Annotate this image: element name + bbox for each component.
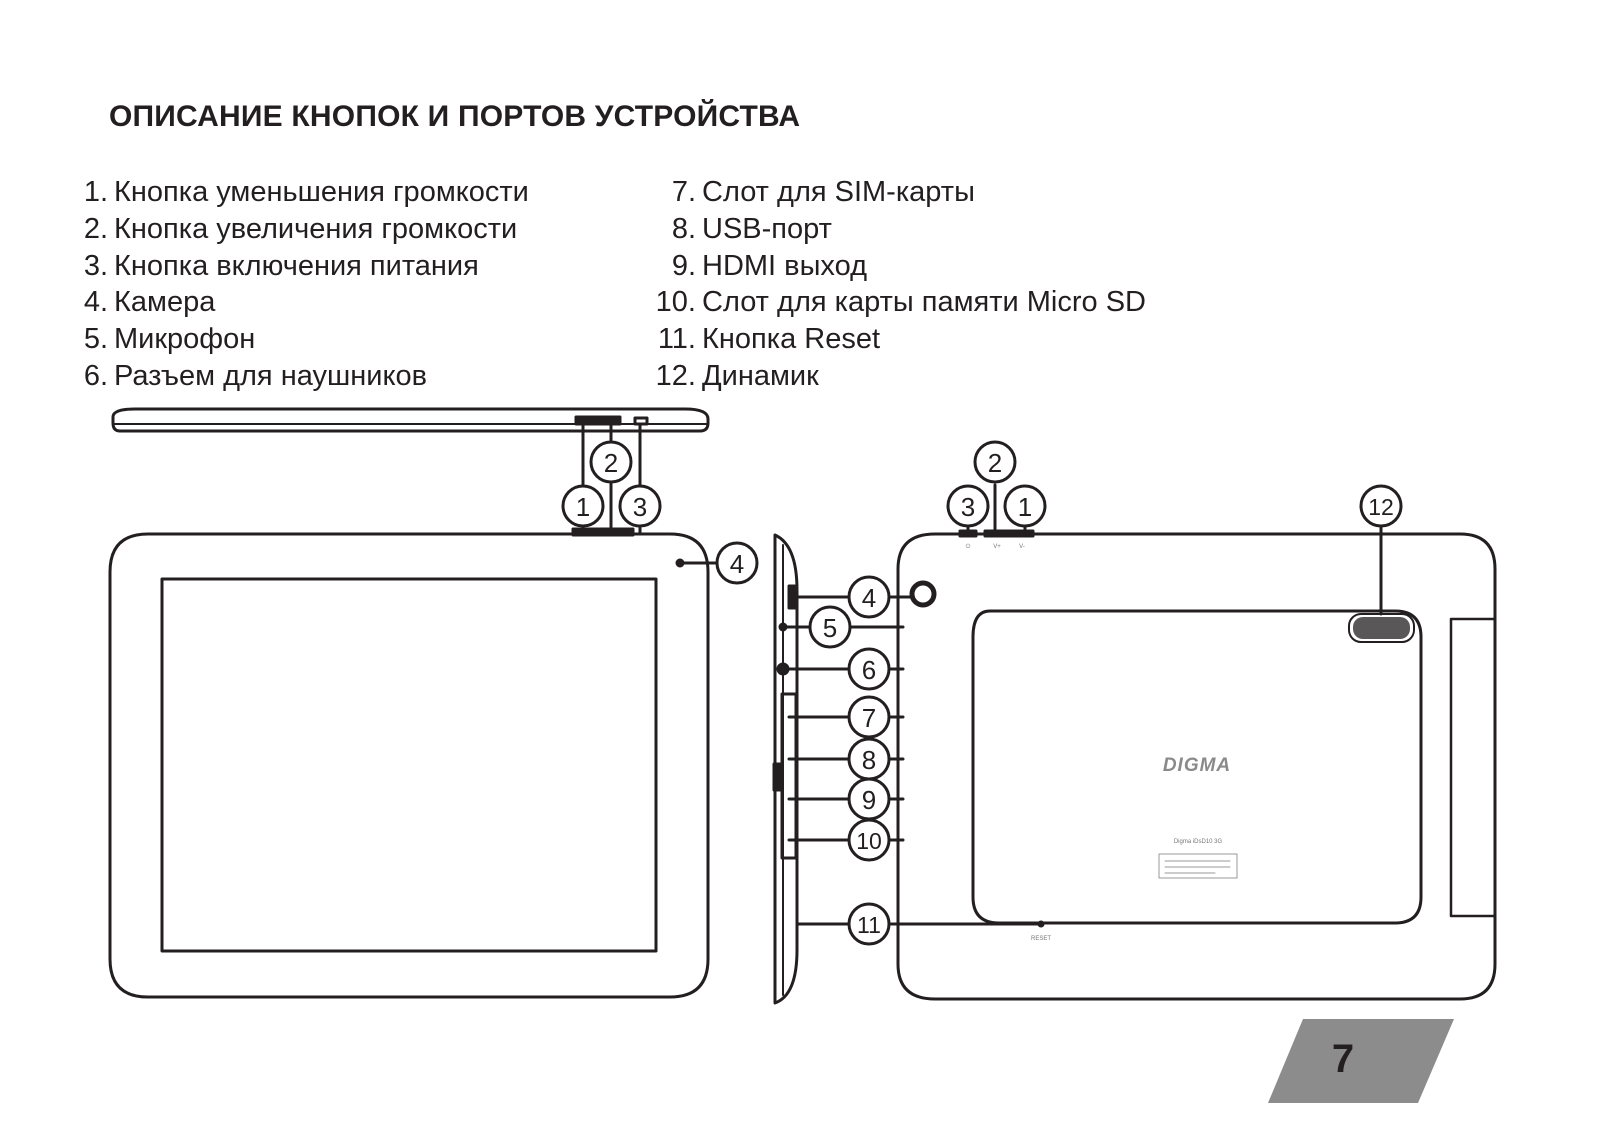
side-camera-bump bbox=[787, 584, 797, 610]
legend-item: 7.Слот для SIM-карты bbox=[671, 176, 975, 208]
screen bbox=[160, 577, 658, 953]
callout-label: 11 bbox=[857, 912, 881, 938]
vol-down-label: V- bbox=[1019, 544, 1025, 550]
callout-10 bbox=[847, 818, 891, 862]
back-volume-buttons bbox=[983, 529, 1035, 538]
label-sticker bbox=[1158, 853, 1238, 879]
legend-item: 9.HDMI выход bbox=[671, 249, 867, 282]
legend-item: 12.Динамик bbox=[655, 359, 819, 392]
legend-list-left: 1.Кнопка уменьшения громкости 2.Кнопка у… bbox=[60, 174, 529, 395]
callout-label: 8 bbox=[862, 745, 876, 775]
callout-label: 1 bbox=[576, 492, 590, 522]
page-title: ОПИСАНИЕ КНОПОК И ПОРТОВ УСТРОЙСТВА bbox=[109, 100, 801, 133]
tablet-top-edge-view bbox=[111, 407, 710, 433]
tablet-back-view bbox=[896, 529, 1497, 1001]
front-top-buttons bbox=[571, 527, 635, 537]
callout-6 bbox=[847, 647, 891, 691]
legend-item: 11.Кнопка Reset bbox=[657, 323, 881, 356]
callout-4 bbox=[715, 541, 759, 585]
legend-item: 8.USB-порт bbox=[671, 212, 832, 245]
callout-1 bbox=[1003, 484, 1047, 528]
callout-label: 2 bbox=[988, 448, 1002, 478]
tablet-side-view bbox=[772, 533, 799, 1005]
callout-label: 6 bbox=[862, 655, 876, 685]
side-port bbox=[772, 762, 784, 792]
callout-2 bbox=[973, 440, 1017, 484]
leader-lines bbox=[581, 422, 1383, 926]
callout-label: 4 bbox=[730, 549, 744, 579]
callout-12 bbox=[1359, 484, 1403, 528]
callout-label: 4 bbox=[862, 583, 876, 613]
callout-4 bbox=[847, 575, 891, 619]
model-label: Digma iDsD10 3G bbox=[1174, 839, 1223, 845]
callout-label: 1 bbox=[1018, 492, 1032, 522]
callout-label: 12 bbox=[1368, 494, 1394, 520]
legend-item: 3.Кнопка включения питания bbox=[83, 249, 479, 282]
legend-item: 5.Микрофон bbox=[83, 323, 256, 356]
callout-2 bbox=[589, 440, 633, 484]
callout-label: 5 bbox=[823, 613, 837, 643]
power-symbol-label: ⏻ bbox=[966, 543, 971, 550]
callout-circles bbox=[561, 440, 1403, 946]
reset-label: RESET bbox=[1031, 936, 1051, 942]
callout-label: 7 bbox=[862, 703, 876, 733]
callout-1 bbox=[561, 484, 605, 528]
legend-item: 4.Камера bbox=[83, 286, 216, 319]
volume-buttons-top bbox=[574, 415, 622, 426]
callout-label: 10 bbox=[856, 828, 882, 854]
legend-item: 2.Кнопка увеличения громкости bbox=[83, 212, 518, 245]
legend-list-right: 7.Слот для SIM-карты 8.USB-порт 9.HDMI в… bbox=[648, 174, 1146, 395]
side-port-panel bbox=[780, 692, 798, 860]
callout-11 bbox=[847, 902, 891, 946]
callout-label: 2 bbox=[604, 448, 618, 478]
speaker-grill bbox=[1348, 613, 1415, 643]
legend-item: 6.Разъем для наушников bbox=[83, 359, 428, 392]
callout-3 bbox=[946, 484, 990, 528]
callout-5 bbox=[808, 605, 852, 649]
tablet-front-view bbox=[108, 527, 710, 999]
page-number: 7 bbox=[1331, 1037, 1355, 1081]
legend-item: 10.Слот для карты памяти Micro SD bbox=[655, 286, 1146, 319]
page-number-badge bbox=[1268, 1019, 1454, 1103]
rear-camera bbox=[909, 580, 937, 608]
brand-logo: DIGMA bbox=[1163, 755, 1231, 776]
callout-label: 3 bbox=[961, 492, 975, 522]
callout-7 bbox=[847, 695, 891, 739]
callout-label: 9 bbox=[862, 785, 876, 815]
callout-label: 3 bbox=[633, 492, 647, 522]
legend-item: 1.Кнопка уменьшения громкости bbox=[83, 176, 529, 208]
vol-up-label: V+ bbox=[993, 544, 1001, 550]
callout-3 bbox=[618, 484, 662, 528]
